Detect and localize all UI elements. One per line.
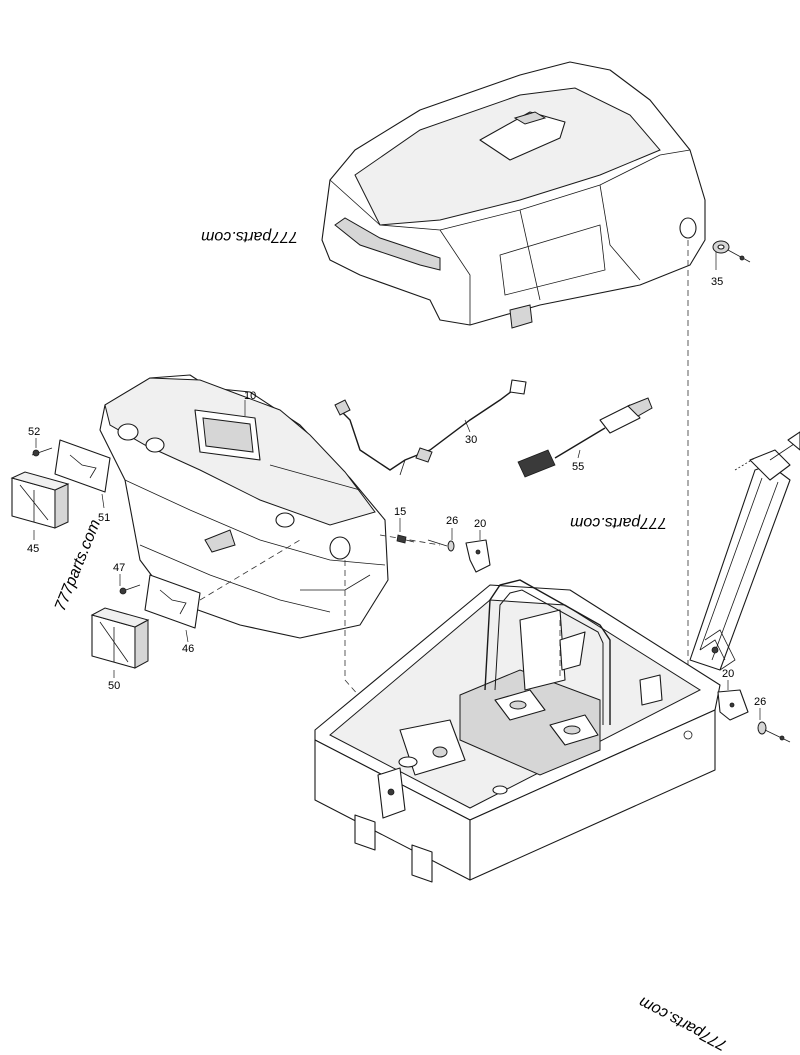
callout-26-lower: 26 xyxy=(754,696,766,708)
watermark-bottom: 777parts.com xyxy=(636,993,730,1054)
washer-26-upper-part xyxy=(427,528,455,552)
bracket-20-lower-part xyxy=(717,680,749,721)
callout-46: 46 xyxy=(182,643,194,655)
washer-26-lower-part xyxy=(757,708,791,743)
lamp-45-part xyxy=(10,471,70,540)
cable-55-part xyxy=(517,397,653,478)
engine-hood-part xyxy=(321,61,706,329)
screw-52-part xyxy=(31,438,53,457)
callout-30: 30 xyxy=(465,434,477,446)
cable-harness-30-part xyxy=(334,379,527,476)
plate-46-part xyxy=(144,574,201,643)
callout-10: 10 xyxy=(244,390,256,402)
callout-50: 50 xyxy=(108,680,120,692)
callout-55: 55 xyxy=(572,461,584,473)
callout-51: 51 xyxy=(98,512,110,524)
callout-20-upper: 20 xyxy=(474,518,486,530)
callout-52: 52 xyxy=(28,426,40,438)
counterweight-part xyxy=(99,374,389,639)
watermark-middle: 777parts.com xyxy=(570,514,667,531)
washer-35-part xyxy=(712,240,751,270)
boom-arm-part xyxy=(689,431,800,671)
callout-45: 45 xyxy=(27,543,39,555)
screw-47-part xyxy=(119,574,141,595)
bolt-15-part xyxy=(396,518,415,544)
callout-47: 47 xyxy=(113,562,125,574)
watermark-left: 777parts.com xyxy=(52,517,104,613)
watermark-top: 777parts.com xyxy=(201,228,298,245)
plate-51-part xyxy=(54,439,111,509)
alignment-line-bolt xyxy=(379,534,441,546)
lamp-50-part xyxy=(90,607,150,678)
callout-26-upper: 26 xyxy=(446,515,458,527)
callout-15: 15 xyxy=(394,506,406,518)
chassis-frame-part xyxy=(314,579,721,883)
callout-35: 35 xyxy=(711,276,723,288)
callout-20-lower: 20 xyxy=(722,668,734,680)
bracket-20-upper-part xyxy=(465,530,491,573)
